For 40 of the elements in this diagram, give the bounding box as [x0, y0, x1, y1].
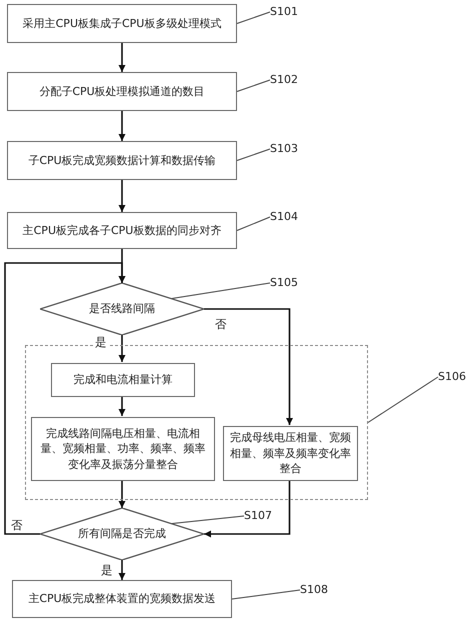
step-label: S101 — [270, 4, 310, 20]
leader-line — [368, 376, 438, 423]
step-label: S105 — [270, 275, 310, 291]
arrow — [204, 308, 293, 425]
leader-line — [170, 516, 244, 524]
leader-line — [236, 148, 270, 161]
arrow — [118, 180, 126, 212]
process-box: 子CPU板完成宽频数据计算和数据传输 — [7, 141, 237, 180]
leader-line — [236, 80, 270, 92]
arrow — [204, 480, 290, 538]
process-box: 主CPU板完成整体装置的宽频数据发送 — [12, 580, 232, 618]
arrow — [4, 262, 126, 535]
process-box: 完成线路间隔电压相量、电流相量、宽频相量、功率、频率、频率变化率及振荡分量整合 — [31, 417, 215, 481]
arrow — [118, 560, 126, 580]
edge-label: 是 — [94, 336, 108, 350]
decision-diamond: 是否线路间隔 — [40, 283, 204, 335]
process-box: 分配子CPU板处理模拟通道的数目 — [7, 72, 237, 111]
decision-diamond: 所有间隔是否完成 — [40, 508, 204, 560]
leader-line — [170, 282, 270, 300]
edge-label: 否 — [10, 519, 24, 533]
arrow — [118, 111, 126, 141]
step-label: S108 — [300, 582, 340, 598]
process-box: 完成和电流相量计算 — [51, 363, 195, 397]
step-label: S104 — [270, 209, 310, 225]
step-label: S106 — [438, 369, 474, 385]
arrow — [118, 396, 126, 416]
arrow — [118, 335, 126, 362]
process-box: 主CPU板完成各子CPU板数据的同步对齐 — [7, 212, 237, 249]
leader-line — [236, 216, 270, 231]
leader-line — [232, 590, 300, 600]
step-label: S103 — [270, 141, 310, 157]
step-label: S102 — [270, 72, 310, 88]
step-label: S107 — [244, 508, 284, 524]
leader-line — [236, 12, 270, 24]
arrow — [118, 480, 126, 508]
arrow — [118, 43, 126, 72]
edge-label: 是 — [100, 564, 114, 578]
edge-label: 否 — [214, 318, 228, 332]
process-box: 完成母线电压相量、宽频相量、频率及频率变化率整合 — [223, 426, 358, 481]
process-box: 采用主CPU板集成子CPU板多级处理模式 — [7, 4, 237, 43]
